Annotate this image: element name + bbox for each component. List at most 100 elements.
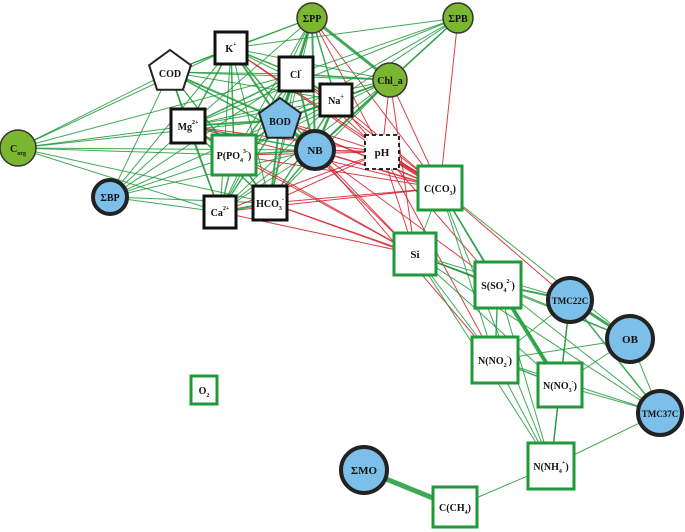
- node-shape-cl: [277, 55, 315, 93]
- node-shape-n_nh4: [526, 441, 576, 491]
- node-label-main: TMC22C: [552, 296, 589, 306]
- node-label-main: ΣBP: [100, 193, 119, 204]
- node-label-main: NB: [307, 145, 323, 157]
- node-label-main: Cl: [290, 70, 300, 81]
- node-bod[interactable]: BOD: [257, 96, 303, 139]
- node-na[interactable]: Na+: [318, 82, 354, 118]
- node-label-cod: COD: [159, 69, 181, 80]
- node-shape-si: [392, 231, 438, 277]
- node-s_so4[interactable]: S(SO42-): [473, 260, 523, 310]
- node-shape-c_org: [0, 129, 37, 167]
- node-shape-sum_pp: [296, 2, 328, 34]
- node-nb[interactable]: NB: [294, 129, 336, 171]
- node-tmc37c[interactable]: TMC37C: [636, 389, 684, 437]
- node-shape-tmc22c: [546, 276, 594, 324]
- node-label-sub: 4: [503, 288, 506, 294]
- node-shape-cod: [147, 48, 193, 91]
- node-o2[interactable]: O2: [189, 374, 219, 406]
- node-label-k: K+: [225, 42, 237, 55]
- node-hco3[interactable]: HCO3-: [251, 184, 289, 222]
- node-c_ch4[interactable]: C(CH4): [431, 485, 479, 529]
- node-label-main: Ca: [211, 208, 223, 219]
- node-p_po4[interactable]: P(PO43-): [210, 133, 258, 177]
- node-label-main: BOD: [269, 117, 291, 128]
- node-label-main: ΣMO: [351, 465, 378, 477]
- edge-sum_pb-bod: [279, 17, 459, 121]
- edge-ca-ph: [219, 151, 383, 213]
- node-k[interactable]: K+: [213, 30, 249, 66]
- edge-mg-ph: [187, 125, 383, 153]
- node-label-p_po4: P(PO43-): [217, 149, 252, 164]
- node-label-sup: +: [233, 42, 237, 48]
- node-sum_bp[interactable]: ΣBP: [91, 178, 129, 216]
- node-si[interactable]: Si: [392, 231, 438, 277]
- node-tmc22c[interactable]: TMC22C: [546, 276, 594, 324]
- node-c_org[interactable]: Corg: [0, 129, 37, 167]
- edge-s_so4-n_nh4: [497, 284, 552, 467]
- node-label-tail: ): [565, 462, 568, 473]
- node-shape-c_co3: [416, 164, 464, 212]
- node-n_no2[interactable]: N(NO2-): [470, 335, 520, 385]
- node-label-s_so4: S(SO42-): [481, 279, 515, 294]
- node-shape-na: [318, 82, 354, 118]
- edge-c_org-k: [17, 47, 232, 149]
- node-n_no3[interactable]: N(NO3-): [536, 361, 584, 409]
- node-label-sub: org: [17, 151, 26, 157]
- node-label-main: TMC37C: [642, 409, 679, 419]
- node-cl[interactable]: Cl-: [277, 55, 315, 93]
- edge-si-tmc37c: [414, 253, 661, 414]
- node-chl_a[interactable]: Chl_a: [372, 62, 408, 98]
- edge-hco3-c_co3: [269, 187, 441, 204]
- node-n_nh4[interactable]: N(NH4+): [526, 441, 576, 491]
- node-label-main: P(PO: [217, 151, 241, 162]
- edge-c_org-mg: [17, 125, 189, 149]
- edge-cod-cl: [169, 71, 297, 75]
- node-label-sup: 2-: [506, 279, 511, 285]
- node-label-nb: NB: [307, 145, 323, 157]
- node-label-tail: ): [453, 184, 456, 195]
- node-label-main: ΣPP: [303, 14, 322, 25]
- node-label-sup: 2+: [223, 206, 230, 212]
- node-label-main: C(CO: [424, 184, 450, 195]
- node-label-sum_bp: ΣBP: [100, 193, 119, 204]
- node-label-tail: ): [511, 281, 514, 292]
- node-label-tail: ): [574, 381, 577, 392]
- node-label-ph: pH: [375, 147, 390, 159]
- node-label-bod: BOD: [269, 117, 291, 128]
- node-cod[interactable]: COD: [147, 48, 193, 91]
- node-label-main: O: [199, 386, 207, 397]
- node-label-c_co3: C(CO3): [424, 184, 456, 197]
- node-label-n_nh4: N(NH4+): [533, 460, 568, 475]
- node-sum_pb[interactable]: ΣPB: [442, 2, 474, 34]
- node-ph[interactable]: pH: [364, 134, 400, 170]
- edge-sum_pb-k: [230, 17, 459, 49]
- node-label-hco3: HCO3-: [256, 197, 284, 212]
- node-label-tmc22c: TMC22C: [552, 296, 589, 306]
- edge-c_org-ca: [17, 147, 221, 213]
- edge-sum_bp-hco3: [109, 196, 271, 204]
- node-sum_mo[interactable]: ΣMO: [339, 445, 389, 495]
- node-shape-n_no2: [470, 335, 520, 385]
- node-shape-sum_bp: [91, 178, 129, 216]
- node-shape-p_po4: [210, 133, 258, 177]
- node-sum_pp[interactable]: ΣPP: [296, 2, 328, 34]
- node-shape-nb: [294, 129, 336, 171]
- node-label-main: C: [10, 144, 17, 155]
- edge-ph-n_no2: [381, 151, 496, 361]
- node-label-main: Chl_a: [377, 76, 403, 87]
- node-mg[interactable]: Mg2+: [169, 107, 207, 145]
- node-label-main: C(CH: [439, 503, 465, 514]
- node-shape-sum_pb: [442, 2, 474, 34]
- node-label-main: COD: [159, 69, 181, 80]
- node-label-sub: 3: [279, 206, 282, 212]
- node-ob[interactable]: OB: [605, 314, 655, 364]
- node-label-main: ΣPB: [448, 14, 468, 25]
- node-shape-chl_a: [372, 62, 408, 98]
- node-label-sub: 3: [569, 388, 572, 394]
- node-c_co3[interactable]: C(CO3): [416, 164, 464, 212]
- node-label-main: S(SO: [481, 281, 503, 292]
- edge-sum_pp-c_co3: [311, 17, 441, 189]
- node-label-c_ch4: C(CH4): [439, 503, 471, 516]
- node-ca[interactable]: Ca2+: [202, 194, 238, 230]
